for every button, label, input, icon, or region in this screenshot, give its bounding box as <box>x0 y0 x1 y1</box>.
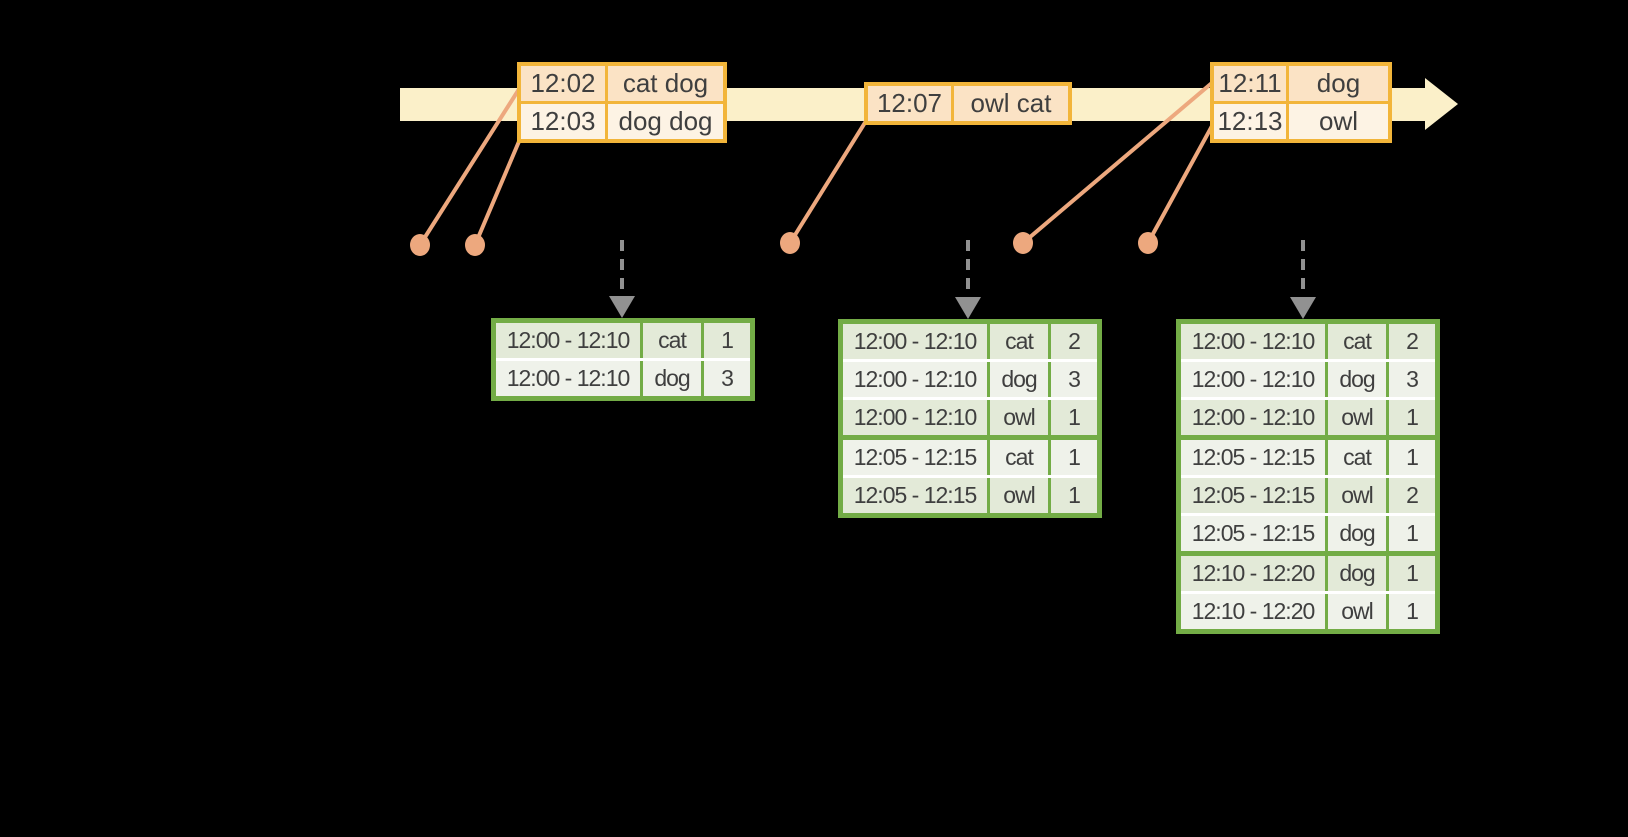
word-cell: dog <box>643 361 701 396</box>
event-row: 12:13 owl <box>1214 104 1388 139</box>
event-time-cell: 12:02 <box>521 66 605 101</box>
window-cell: 12:00 - 12:10 <box>843 362 987 397</box>
event-connector-line <box>1146 125 1214 244</box>
window-cell: 12:05 - 12:15 <box>843 440 987 475</box>
result-row: 12:00 - 12:10 owl 1 <box>843 397 1097 435</box>
word-cell: cat <box>1328 440 1386 475</box>
word-cell: owl <box>990 478 1048 513</box>
result-row: 12:05 - 12:15 cat 1 <box>843 435 1097 475</box>
result-row: 12:10 - 12:20 owl 1 <box>1181 591 1435 629</box>
event-words-cell: owl cat <box>954 86 1068 121</box>
trigger-arrowhead-icon <box>609 296 635 318</box>
window-cell: 12:00 - 12:10 <box>843 324 987 359</box>
trigger-arrowhead-icon <box>1290 297 1316 319</box>
word-cell: dog <box>1328 516 1386 551</box>
event-words-cell: dog dog <box>608 104 723 139</box>
event-table-2: 12:07 owl cat <box>864 82 1072 125</box>
event-dot <box>410 234 430 256</box>
result-row: 12:05 - 12:15 cat 1 <box>1181 435 1435 475</box>
result-row: 12:00 - 12:10 dog 3 <box>843 359 1097 397</box>
count-cell: 1 <box>1051 400 1097 435</box>
event-words-cell: owl <box>1289 104 1388 139</box>
event-time-cell: 12:11 <box>1214 66 1286 101</box>
window-cell: 12:00 - 12:10 <box>1181 362 1325 397</box>
timeline-arrowhead-icon <box>1425 78 1458 130</box>
event-row: 12:02 cat dog <box>521 66 723 101</box>
word-cell: dog <box>990 362 1048 397</box>
word-cell: cat <box>1328 324 1386 359</box>
result-table-3: 12:00 - 12:10 cat 2 12:00 - 12:10 dog 3 … <box>1176 319 1440 634</box>
word-cell: cat <box>643 323 701 358</box>
window-cell: 12:10 - 12:20 <box>1181 556 1325 591</box>
event-row: 12:03 dog dog <box>521 104 723 139</box>
word-cell: dog <box>1328 362 1386 397</box>
result-row: 12:00 - 12:10 owl 1 <box>1181 397 1435 435</box>
window-cell: 12:00 - 12:10 <box>843 400 987 435</box>
result-row: 12:00 - 12:10 dog 3 <box>1181 359 1435 397</box>
event-connector-line <box>788 119 868 245</box>
result-row: 12:00 - 12:10 cat 1 <box>496 323 750 358</box>
result-row: 12:05 - 12:15 dog 1 <box>1181 513 1435 551</box>
count-cell: 3 <box>1051 362 1097 397</box>
window-cell: 12:00 - 12:10 <box>1181 400 1325 435</box>
result-row: 12:05 - 12:15 owl 2 <box>1181 475 1435 513</box>
event-dot <box>780 232 800 254</box>
window-cell: 12:00 - 12:10 <box>496 323 640 358</box>
count-cell: 1 <box>1389 516 1435 551</box>
window-cell: 12:05 - 12:15 <box>843 478 987 513</box>
window-cell: 12:05 - 12:15 <box>1181 516 1325 551</box>
word-cell: owl <box>1328 478 1386 513</box>
result-table-2: 12:00 - 12:10 cat 2 12:00 - 12:10 dog 3 … <box>838 319 1102 518</box>
event-dot <box>465 234 485 256</box>
event-words-cell: dog <box>1289 66 1388 101</box>
word-cell: dog <box>1328 556 1386 591</box>
event-time-cell: 12:07 <box>868 86 951 121</box>
count-cell: 3 <box>704 361 750 396</box>
result-table-1: 12:00 - 12:10 cat 1 12:00 - 12:10 dog 3 <box>491 318 755 401</box>
word-cell: owl <box>990 400 1048 435</box>
count-cell: 2 <box>1389 478 1435 513</box>
window-cell: 12:05 - 12:15 <box>1181 440 1325 475</box>
result-row: 12:00 - 12:10 cat 2 <box>843 324 1097 359</box>
count-cell: 1 <box>1051 440 1097 475</box>
window-cell: 12:10 - 12:20 <box>1181 594 1325 629</box>
event-words-cell: cat dog <box>608 66 723 101</box>
event-row: 12:07 owl cat <box>868 86 1068 121</box>
count-cell: 1 <box>1389 594 1435 629</box>
event-connector-line <box>473 131 525 246</box>
event-time-cell: 12:03 <box>521 104 605 139</box>
count-cell: 1 <box>704 323 750 358</box>
count-cell: 2 <box>1389 324 1435 359</box>
event-row: 12:11 dog <box>1214 66 1388 101</box>
event-time-cell: 12:13 <box>1214 104 1286 139</box>
count-cell: 1 <box>1389 556 1435 591</box>
count-cell: 1 <box>1051 478 1097 513</box>
count-cell: 1 <box>1389 400 1435 435</box>
window-cell: 12:00 - 12:10 <box>496 361 640 396</box>
word-cell: owl <box>1328 400 1386 435</box>
window-cell: 12:00 - 12:10 <box>1181 324 1325 359</box>
event-dot <box>1138 232 1158 254</box>
count-cell: 2 <box>1051 324 1097 359</box>
count-cell: 1 <box>1389 440 1435 475</box>
window-cell: 12:05 - 12:15 <box>1181 478 1325 513</box>
word-cell: cat <box>990 440 1048 475</box>
trigger-arrowhead-icon <box>955 297 981 319</box>
event-dot <box>1013 232 1033 254</box>
event-table-1: 12:02 cat dog 12:03 dog dog <box>517 62 727 143</box>
result-row: 12:10 - 12:20 dog 1 <box>1181 551 1435 591</box>
result-row: 12:05 - 12:15 owl 1 <box>843 475 1097 513</box>
event-table-3: 12:11 dog 12:13 owl <box>1210 62 1392 143</box>
word-cell: owl <box>1328 594 1386 629</box>
result-row: 12:00 - 12:10 dog 3 <box>496 358 750 396</box>
result-row: 12:00 - 12:10 cat 2 <box>1181 324 1435 359</box>
word-cell: cat <box>990 324 1048 359</box>
count-cell: 3 <box>1389 362 1435 397</box>
